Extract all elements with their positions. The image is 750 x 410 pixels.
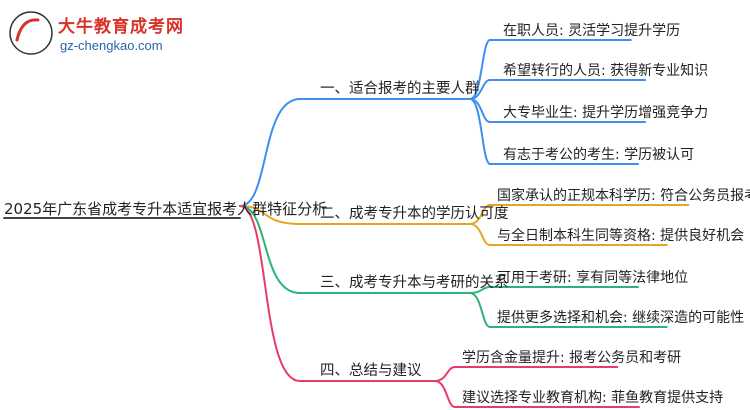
leaf-label: 希望转行的人员: 获得新专业知识 (503, 63, 709, 79)
leaf-label: 学历含金量提升: 报考公务员和考研 (462, 350, 682, 366)
leaf-label: 国家承认的正规本科学历: 符合公务员报考条件 (497, 188, 750, 204)
branch-connector (239, 98, 301, 207)
branch-connector (239, 205, 301, 294)
site-logo[interactable]: 大牛教育成考网 gz-chengkao.com (8, 8, 218, 58)
logo-url: gz-chengkao.com (60, 38, 163, 53)
logo-badge-icon (9, 11, 53, 55)
root-topic: 2025年广东省成考专升本适宜报考人群特征分析 (4, 200, 328, 218)
leaf-label: 有志于考公的考生: 学历被认可 (503, 147, 695, 163)
leaf-connector (434, 380, 456, 408)
leaf-connector (469, 98, 491, 165)
leaf-label: 提供更多选择和机会: 继续深造的可能性 (497, 310, 745, 326)
leaf-connector (434, 366, 456, 382)
logo-title: 大牛教育成考网 (58, 17, 184, 37)
branch-label: 二、成考专升本的学历认可度 (320, 206, 509, 222)
leaf-connector (469, 39, 491, 100)
leaf-connector (469, 292, 491, 328)
leaf-connector (469, 223, 491, 246)
branch-label: 四、总结与建议 (320, 363, 422, 379)
leaf-label: 可用于考研: 享有同等法律地位 (497, 270, 689, 286)
branch-label: 一、适合报考的主要人群 (320, 81, 480, 97)
branch-label: 三、成考专升本与考研的关系 (320, 275, 509, 291)
leaf-label: 建议选择专业教育机构: 菲鱼教育提供支持 (462, 390, 724, 406)
branch-connector (239, 205, 301, 382)
leaf-label: 在职人员: 灵活学习提升学历 (503, 23, 681, 39)
branch-connector (239, 205, 301, 225)
leaf-label: 大专毕业生: 提升学历增强竞争力 (503, 105, 709, 121)
leaf-label: 与全日制本科生同等资格: 提供良好机会 (497, 228, 745, 244)
